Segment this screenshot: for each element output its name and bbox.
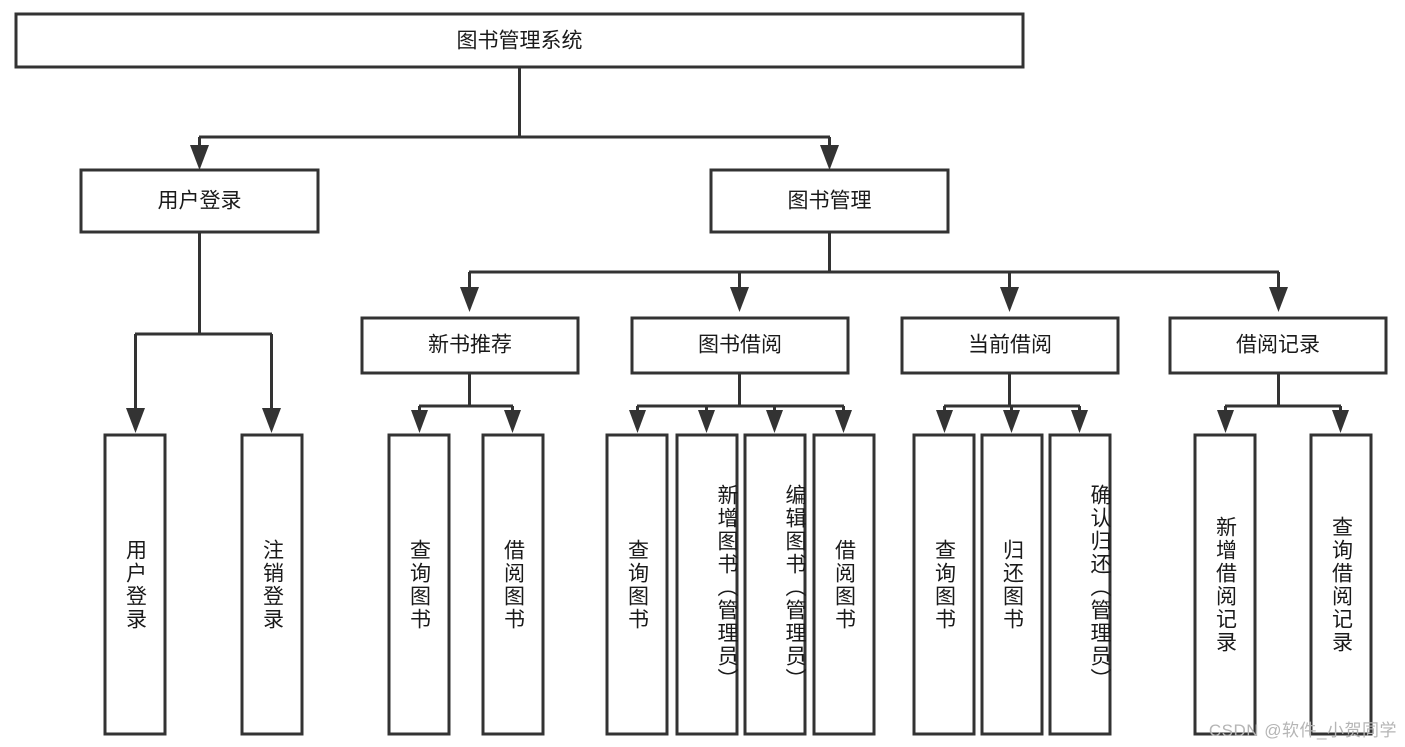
node-borrow-record-box[interactable]	[1168, 316, 1388, 375]
leaf-borrow-book-2-box[interactable]	[812, 433, 876, 736]
node-book-manage-box[interactable]	[709, 168, 950, 234]
node-root-label: 图书管理系统	[457, 30, 583, 53]
leaf-user-login-box[interactable]	[103, 433, 167, 736]
csdn-watermark: CSDN @软件_小贺同学	[1208, 721, 1397, 740]
node-new-book-recommend-label: 新书推荐	[428, 334, 512, 357]
leaf-return-book-box[interactable]	[980, 433, 1044, 736]
node-book-borrow-label: 图书借阅	[698, 334, 782, 357]
arrow-head-leaf-borrow-book-2	[835, 410, 852, 433]
leaf-edit-book-box[interactable]	[743, 433, 807, 736]
arrow-head-leaf-edit-book	[766, 410, 783, 433]
arrow-head-leaf-confirm-return	[1071, 410, 1088, 433]
node-root-box[interactable]	[14, 12, 1025, 69]
leaf-confirm-return-box[interactable]	[1048, 433, 1112, 736]
leaf-box-group	[103, 433, 1373, 736]
leaf-borrow-book-1-box[interactable]	[481, 433, 545, 736]
node-current-borrow-label: 当前借阅	[968, 334, 1052, 357]
arrow-head-leaf-query-book-1	[411, 410, 428, 433]
arrow-head-leaf-user-login	[126, 408, 145, 433]
connector-group-borrow-record	[1217, 373, 1349, 433]
connector-group-root	[190, 67, 839, 170]
connector-group-book-manage	[460, 232, 1288, 312]
arrow-head-leaf-return-book	[1003, 410, 1020, 433]
arrow-head-new-book-recommend	[460, 287, 479, 312]
leaf-query-book-1-box[interactable]	[387, 433, 451, 736]
node-new-book-recommend[interactable]: 新书推荐	[360, 316, 580, 375]
arrow-head-current-borrow	[1000, 287, 1019, 312]
node-new-book-recommend-box[interactable]	[360, 316, 580, 375]
arrow-head-user-login	[190, 145, 209, 170]
arrow-head-leaf-borrow-book-1	[504, 410, 521, 433]
arrow-head-leaf-user-logout	[262, 408, 281, 433]
node-user-login-box[interactable]	[79, 168, 320, 234]
node-root[interactable]: 图书管理系统	[14, 12, 1025, 69]
arrow-head-book-manage	[820, 145, 839, 170]
node-borrow-record[interactable]: 借阅记录	[1168, 316, 1388, 375]
node-book-borrow[interactable]: 图书借阅	[630, 316, 850, 375]
connector-group-new-book-recommend	[411, 373, 521, 433]
node-current-borrow-box[interactable]	[900, 316, 1120, 375]
leaf-query-book-3-box[interactable]	[912, 433, 976, 736]
connector-group-current-borrow	[936, 373, 1088, 433]
connector-group-user-login	[126, 232, 281, 433]
leaf-user-logout-box[interactable]	[240, 433, 304, 736]
leaf-add-book-box[interactable]	[675, 433, 739, 736]
connector-group-book-borrow	[629, 373, 852, 433]
arrow-head-borrow-record	[1269, 287, 1288, 312]
node-book-manage[interactable]: 图书管理	[709, 168, 950, 234]
leaf-query-book-2-box[interactable]	[605, 433, 669, 736]
node-borrow-record-label: 借阅记录	[1236, 334, 1320, 357]
node-current-borrow[interactable]: 当前借阅	[900, 316, 1120, 375]
leaf-add-record-box[interactable]	[1193, 433, 1257, 736]
node-user-login-label: 用户登录	[158, 190, 242, 213]
arrow-head-leaf-add-record	[1217, 410, 1234, 433]
node-user-login[interactable]: 用户登录	[79, 168, 320, 234]
node-book-borrow-box[interactable]	[630, 316, 850, 375]
arrow-head-leaf-add-book	[698, 410, 715, 433]
arrow-head-leaf-query-book-2	[629, 410, 646, 433]
arrow-head-leaf-query-book-3	[936, 410, 953, 433]
node-book-manage-label: 图书管理	[788, 190, 872, 213]
leaf-query-record-box[interactable]	[1309, 433, 1373, 736]
arrow-head-leaf-query-record	[1332, 410, 1349, 433]
arrow-head-book-borrow	[730, 287, 749, 312]
